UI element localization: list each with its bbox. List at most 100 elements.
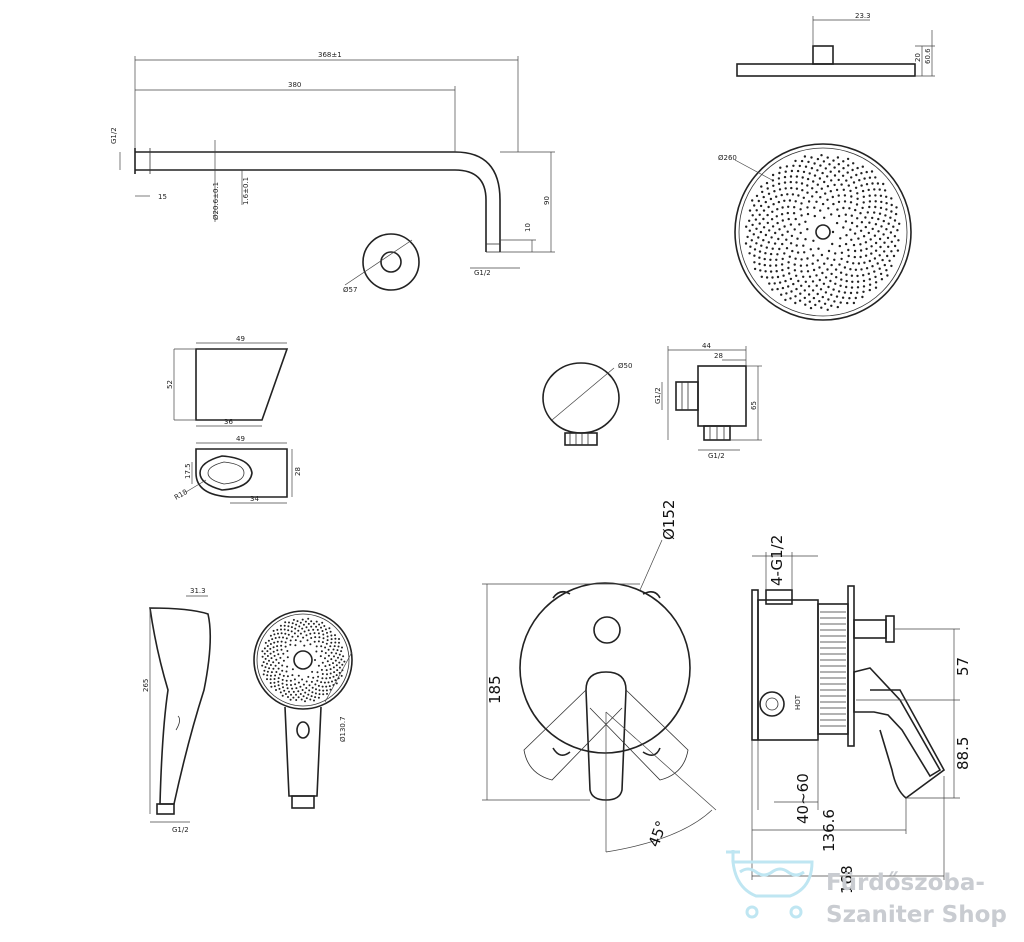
nozzle-dot xyxy=(853,255,856,259)
nozzle-dot xyxy=(802,170,806,174)
nozzle-dot xyxy=(295,699,298,701)
nozzle-dot xyxy=(327,681,330,684)
nozzle-dot xyxy=(795,287,798,291)
nozzle-dot xyxy=(874,223,878,226)
nozzle-dot xyxy=(329,645,332,648)
nozzle-dot xyxy=(326,660,329,663)
nozzle-dot xyxy=(785,247,789,250)
nozzle-dot xyxy=(302,623,305,626)
nozzle-dot xyxy=(824,276,828,279)
nozzle-dot xyxy=(788,272,791,275)
nozzle-dot xyxy=(828,163,831,166)
nozzle-dot xyxy=(764,233,768,237)
nozzle-dot xyxy=(331,680,333,683)
nozzle-dot xyxy=(315,645,318,648)
nozzle-dot xyxy=(823,262,826,265)
nozzle-dot xyxy=(311,691,314,694)
nozzle-dot xyxy=(285,670,288,673)
nozzle-dot xyxy=(753,248,757,251)
nozzle-dot xyxy=(818,300,821,303)
nozzle-dot xyxy=(887,245,890,248)
nozzle-dot xyxy=(896,229,899,232)
nozzle-dot xyxy=(764,270,767,273)
nozzle-dot xyxy=(269,674,272,677)
nozzle-dot xyxy=(813,174,817,177)
nozzle-dot xyxy=(804,165,808,168)
nozzle-dot xyxy=(309,632,312,635)
mixer-side-lever xyxy=(853,667,942,778)
nozzle-dot xyxy=(284,632,287,635)
nozzle-dot xyxy=(788,199,792,202)
nozzle-dot xyxy=(824,192,827,195)
hand-front-head xyxy=(253,610,353,710)
head-side-connector xyxy=(812,45,834,65)
nozzle-dot xyxy=(856,291,859,294)
nozzle-dot xyxy=(751,199,754,202)
nozzle-dot xyxy=(289,643,292,646)
nozzle-dot xyxy=(284,645,287,648)
arm-outline-bottom xyxy=(135,169,487,252)
nozzle-dot xyxy=(317,632,320,635)
nozzle-dot xyxy=(264,657,267,660)
nozzle-dot xyxy=(760,275,763,278)
nozzle-dot xyxy=(895,206,898,209)
nozzle-dot xyxy=(329,676,331,679)
nozzle-dot xyxy=(783,225,786,228)
nozzle-dot xyxy=(338,661,341,664)
nozzle-dot xyxy=(879,194,883,197)
nozzle-dot xyxy=(272,650,275,653)
nozzle-dot xyxy=(780,293,783,296)
nozzle-dot xyxy=(270,685,273,688)
nozzle-dot xyxy=(808,275,812,278)
nozzle-dot xyxy=(806,270,810,273)
nozzle-dot xyxy=(279,656,282,659)
nozzle-dot xyxy=(804,220,807,223)
nozzle-dot xyxy=(889,216,892,219)
nozzle-dot xyxy=(857,262,861,265)
nozzle-dot xyxy=(795,274,798,277)
nozzle-dot xyxy=(837,290,841,293)
nozzle-dot xyxy=(783,252,786,255)
nozzle-dot xyxy=(821,271,824,275)
mixer-side-wall xyxy=(751,589,759,741)
nozzle-dot xyxy=(786,211,789,215)
nozzle-dot xyxy=(860,268,863,271)
nozzle-dot xyxy=(261,664,264,667)
nozzle-dot xyxy=(804,238,807,241)
nozzle-dot xyxy=(798,164,801,168)
nozzle-dot xyxy=(270,671,273,674)
nozzle-dot xyxy=(760,185,763,188)
nozzle-dot xyxy=(849,201,853,204)
nozzle-dot xyxy=(776,221,779,225)
nozzle-dot xyxy=(880,278,884,281)
nozzle-dot xyxy=(761,190,764,194)
nozzle-dot xyxy=(750,239,753,242)
nozzle-dot xyxy=(840,257,843,261)
nozzle-dot xyxy=(294,639,297,642)
nozzle-dot xyxy=(313,699,315,702)
nozzle-dot xyxy=(280,644,283,647)
nozzle-dot xyxy=(755,194,759,198)
nozzle-dot xyxy=(777,182,781,185)
mixer-d168: 168 xyxy=(838,865,856,894)
nozzle-dot xyxy=(820,187,823,190)
nozzle-dot xyxy=(807,200,811,203)
nozzle-dot xyxy=(759,230,763,234)
nozzle-dot xyxy=(796,237,799,240)
nozzle-dot xyxy=(763,257,766,261)
nozzle-dot xyxy=(874,275,877,279)
head-plan-center xyxy=(815,224,831,240)
nozzle-dot xyxy=(285,683,288,686)
holder-h: 52 xyxy=(166,380,174,389)
watermark-line2: Szaniter Shop xyxy=(826,902,1007,928)
nozzle-dot xyxy=(262,673,265,676)
nozzle-dot xyxy=(790,169,794,173)
nozzle-dot xyxy=(821,202,825,206)
nozzle-dot xyxy=(274,637,277,639)
nozzle-dot xyxy=(272,646,275,649)
nozzle-dot xyxy=(283,689,286,692)
nozzle-dot xyxy=(282,636,284,639)
nozzle-dot xyxy=(871,227,874,231)
nozzle-dot xyxy=(813,162,816,165)
nozzle-dot xyxy=(885,208,888,211)
